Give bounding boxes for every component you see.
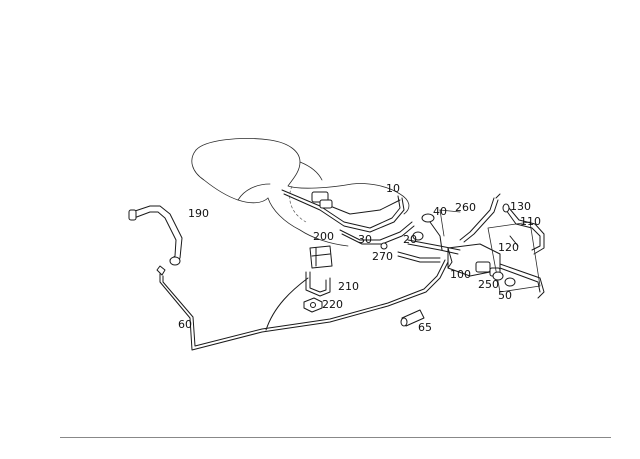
lines-10-30 [281, 189, 415, 245]
callout-30: 30 [358, 233, 372, 246]
callout-120: 120 [498, 241, 519, 254]
clamps-20-40 [407, 213, 461, 255]
callout-100: 100 [450, 268, 471, 281]
callout-270: 270 [372, 250, 393, 263]
callout-20: 20 [403, 233, 417, 246]
callout-250: 250 [478, 278, 499, 291]
hose-270 [380, 242, 441, 263]
fuel-tank-outline [191, 138, 410, 247]
callout-50: 50 [498, 289, 512, 302]
nut-220 [303, 297, 323, 313]
bracket-200 [309, 245, 333, 269]
callout-210: 210 [338, 280, 359, 293]
callout-65: 65 [418, 321, 432, 334]
hose-190 [128, 205, 183, 266]
callout-200: 200 [313, 230, 334, 243]
callout-130: 130 [510, 200, 531, 213]
hoses-110-130 [499, 203, 545, 299]
callout-190: 190 [188, 207, 209, 220]
callout-10: 10 [386, 182, 400, 195]
callout-60: 60 [178, 318, 192, 331]
clamps-250-50 [492, 271, 516, 287]
callout-110: 110 [520, 215, 541, 228]
footer-divider [60, 437, 611, 438]
leader-line [265, 277, 309, 331]
callout-260: 260 [455, 201, 476, 214]
sleeve-65 [400, 309, 425, 327]
bracket-210 [305, 271, 331, 297]
main-fuel-line [156, 259, 449, 351]
callout-40: 40 [433, 205, 447, 218]
callout-220: 220 [322, 298, 343, 311]
callout-labels: 10 20 30 40 50 60 65 100 110 120 130 190… [178, 182, 541, 334]
